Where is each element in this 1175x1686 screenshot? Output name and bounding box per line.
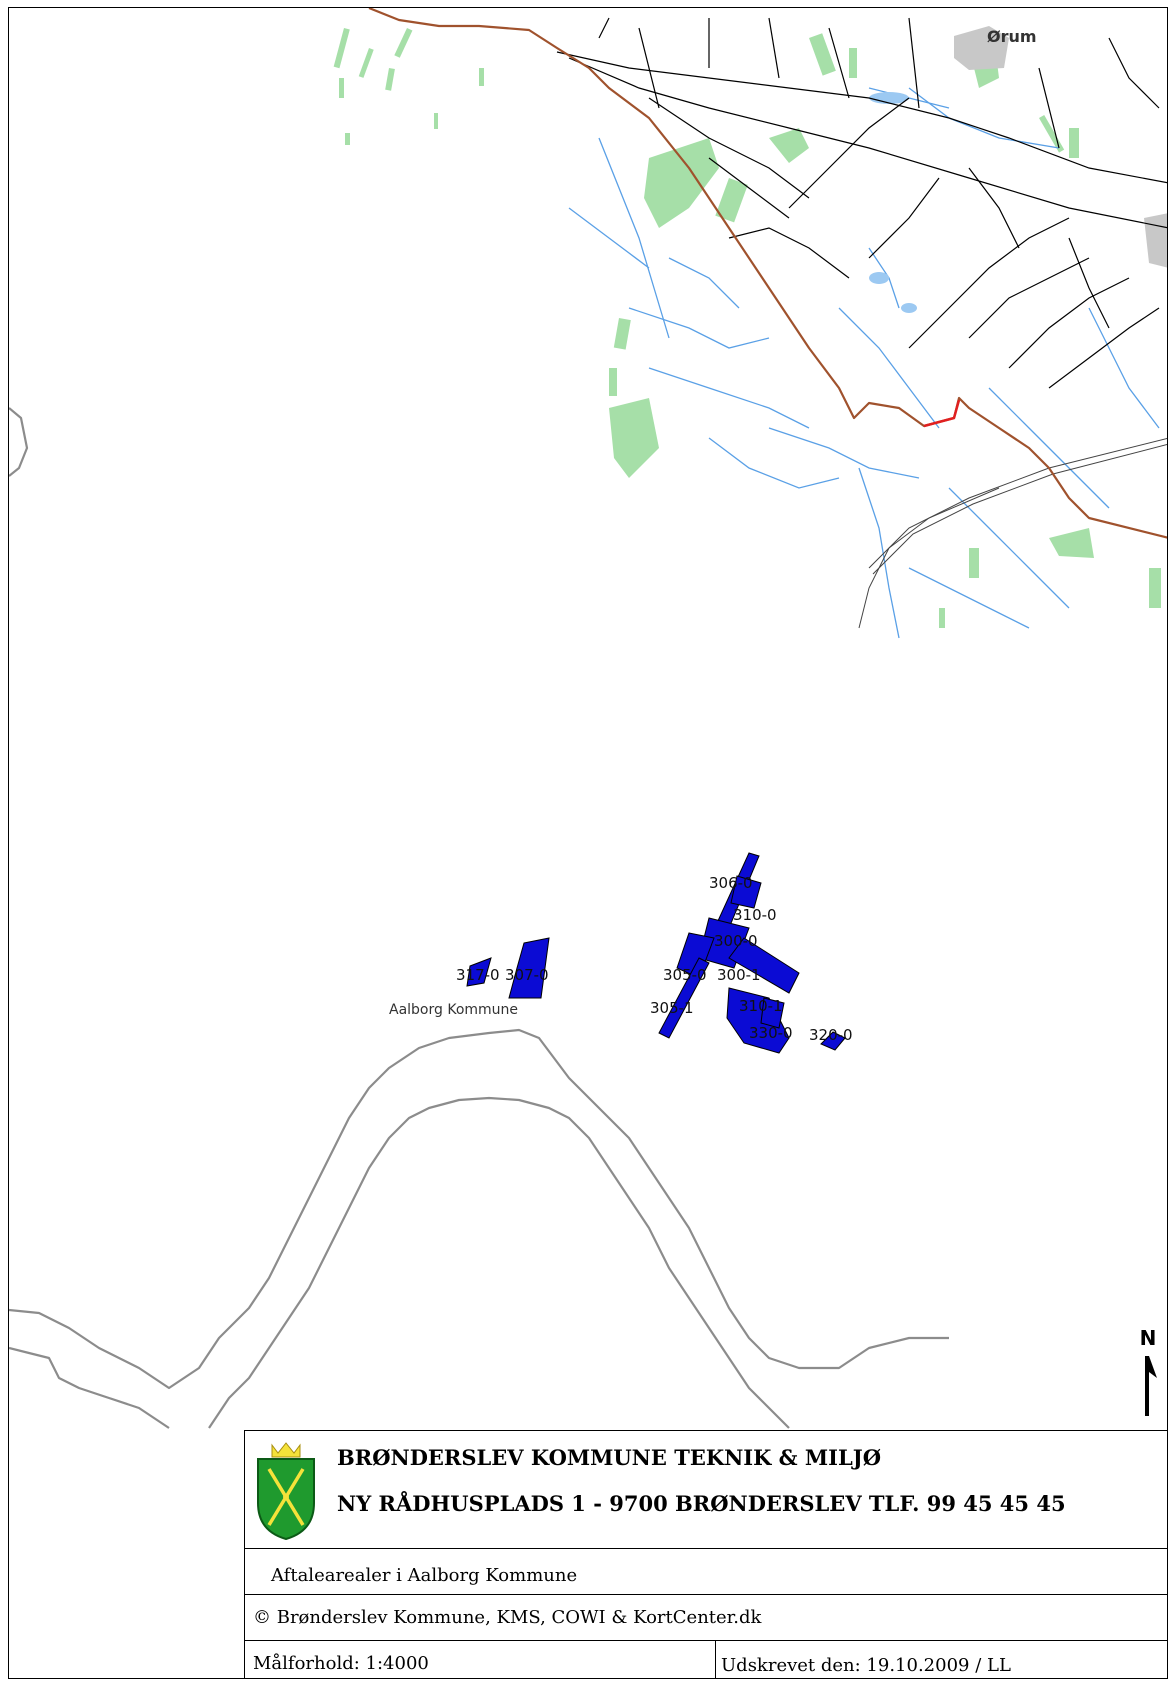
map-frame: 306-0 310-0 300-0 305-0 300-1 305-1 317-… bbox=[8, 7, 1168, 1679]
organization-name: BRØNDERSLEV KOMMUNE TEKNIK & MILJØ bbox=[337, 1445, 882, 1470]
title-block-copyright: © Brønderslev Kommune, KMS, COWI & KortC… bbox=[245, 1595, 1167, 1641]
copyright-text: © Brønderslev Kommune, KMS, COWI & KortC… bbox=[253, 1607, 762, 1628]
map-canvas: 306-0 310-0 300-0 305-0 300-1 305-1 317-… bbox=[9, 8, 1167, 1429]
railway bbox=[858, 437, 1167, 629]
title-block: BRØNDERSLEV KOMMUNE TEKNIK & MILJØ NY RÅ… bbox=[244, 1430, 1167, 1678]
plot-label: 317-0 bbox=[456, 966, 500, 984]
plot-310-0 bbox=[730, 875, 762, 909]
plot-330-0 bbox=[726, 987, 790, 1054]
plot-label: 305-0 bbox=[663, 966, 707, 984]
roads bbox=[556, 17, 1167, 389]
title-block-footer: Målforhold: 1:4000 Udskrevet den: 19.10.… bbox=[245, 1641, 1167, 1678]
plot-307-0 bbox=[508, 937, 550, 999]
plot-label: 306-0 bbox=[709, 874, 753, 892]
place-label-orum: Ørum bbox=[987, 27, 1037, 46]
plot-317-0 bbox=[466, 957, 492, 987]
title-block-header: BRØNDERSLEV KOMMUNE TEKNIK & MILJØ NY RÅ… bbox=[245, 1431, 1167, 1549]
plot-label: 305-1 bbox=[650, 999, 694, 1017]
plot-label: 307-0 bbox=[505, 966, 549, 984]
north-arrow: N bbox=[1133, 1326, 1163, 1422]
place-label-aalborg-kommune: Aalborg Kommune bbox=[389, 1002, 518, 1018]
north-letter: N bbox=[1139, 1326, 1157, 1350]
municipal-border bbox=[368, 8, 1167, 539]
print-date: Udskrevet den: 19.10.2009 / LL bbox=[721, 1655, 1011, 1676]
plot-label: 310-1 bbox=[739, 997, 783, 1015]
lakes bbox=[869, 92, 917, 313]
plot-label: 320-0 bbox=[809, 1026, 853, 1044]
title-block-description: Aftalearealer i Aalborg Kommune bbox=[245, 1549, 1167, 1595]
plot-label: 310-0 bbox=[733, 906, 777, 924]
plot-labels: 306-0 310-0 300-0 305-0 300-1 305-1 317-… bbox=[456, 874, 853, 1044]
map-scale: Målforhold: 1:4000 bbox=[253, 1653, 429, 1674]
plot-label: 300-0 bbox=[714, 932, 758, 950]
footer-divider bbox=[715, 1641, 716, 1678]
organization-address: NY RÅDHUSPLADS 1 - 9700 BRØNDERSLEV TLF.… bbox=[337, 1491, 1066, 1516]
plot-300-1 bbox=[728, 937, 800, 994]
agreement-plots bbox=[466, 852, 846, 1054]
municipal-crest-icon bbox=[257, 1442, 315, 1541]
plot-320-0 bbox=[820, 1031, 846, 1051]
north-arrow-icon bbox=[1145, 1356, 1157, 1416]
plot-310-1 bbox=[760, 997, 785, 1029]
coastline bbox=[9, 407, 949, 1429]
plot-label: 300-1 bbox=[717, 966, 761, 984]
plot-305-1 bbox=[658, 957, 710, 1039]
plot-label: 330-0 bbox=[749, 1024, 793, 1042]
map-description: Aftalearealer i Aalborg Kommune bbox=[271, 1565, 578, 1586]
